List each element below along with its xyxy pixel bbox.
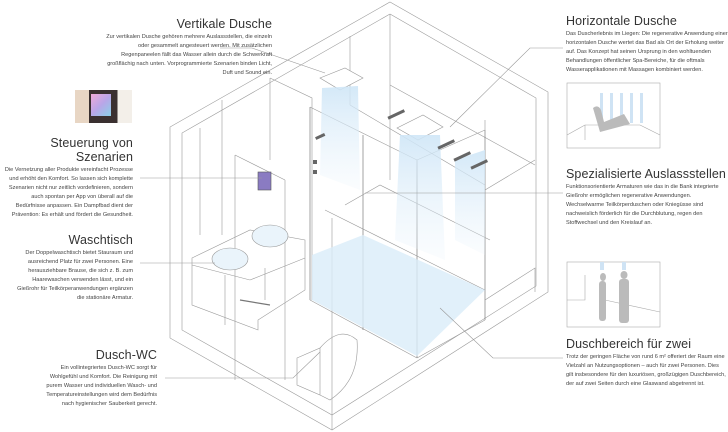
section-title: Dusch-WC <box>95 348 157 362</box>
vanity-cabinet <box>191 229 306 331</box>
section-body: Trotz der geringen Fläche von rund 6 m² … <box>566 354 726 388</box>
section-spezialisierte-auslassstellen: Spezialisierte Auslassstellen Funktionso… <box>566 167 728 228</box>
thumbnail-control-panel <box>75 90 132 123</box>
section-title: Horizontale Dusche <box>566 14 677 28</box>
section-body: Das Duscherlebnis im Liegen: Die regener… <box>566 31 728 74</box>
rain-panel-1 <box>319 67 364 91</box>
section-vertikale-dusche: Vertikale Dusche Zur vertikalen Dusche g… <box>105 17 272 78</box>
section-body: Der Doppelwaschtisch bietet Stauraum und… <box>17 250 133 302</box>
section-body: Zur vertikalen Dusche gehören mehrere Au… <box>106 34 272 77</box>
section-title: Vertikale Dusche <box>176 17 272 31</box>
section-title: Duschbereich für zwei <box>566 337 692 351</box>
section-title: Steuerung von Szenarien <box>50 136 133 164</box>
section-duschbereich: Duschbereich für zwei Trotz der geringen… <box>566 337 726 389</box>
section-steuerung: Steuerung von Szenarien Die Vernetzung a… <box>2 136 133 221</box>
sink-left <box>211 247 249 271</box>
section-body: Die Vernetzung aller Produkte vereinfach… <box>4 167 133 219</box>
section-horizontale-dusche: Horizontale Dusche Das Duscherlebnis im … <box>566 14 728 75</box>
leader-lines <box>140 47 563 379</box>
section-body: Ein vollintegriertes Dusch-WC sorgt für … <box>46 365 157 408</box>
control-tablet <box>257 171 272 191</box>
section-dusch-wc: Dusch-WC Ein vollintegriertes Dusch-WC s… <box>45 348 157 409</box>
section-waschtisch: Waschtisch Der Doppelwaschtisch bietet S… <box>10 233 133 304</box>
toilet <box>296 333 358 401</box>
section-title: Spezialisierte Auslassstellen <box>566 167 726 181</box>
section-title: Waschtisch <box>68 233 133 247</box>
tablet-screen <box>91 94 111 116</box>
sink-right <box>251 224 289 248</box>
section-body: Funktionsorientierte Armaturen wie das i… <box>566 184 719 227</box>
nozzle-bars <box>313 109 489 174</box>
water-spray <box>312 86 485 356</box>
